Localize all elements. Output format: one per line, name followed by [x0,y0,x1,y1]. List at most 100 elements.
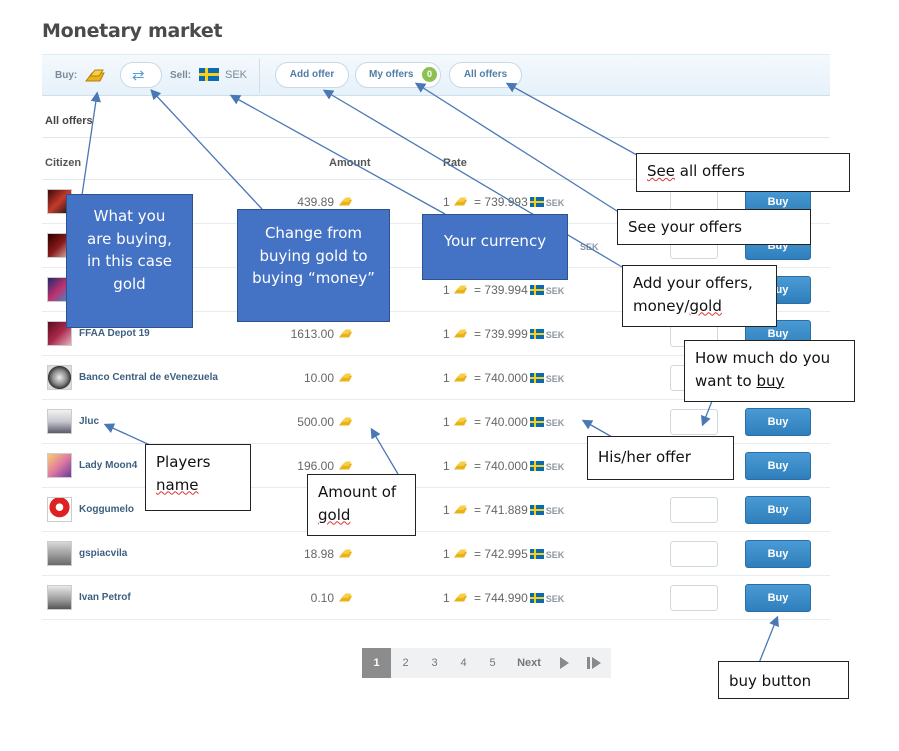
divider [42,137,830,138]
avatar[interactable] [47,365,72,390]
amount-value: 1613.00 [291,327,354,341]
amount-value: 439.89 [297,195,354,209]
section-label: All offers [45,115,93,127]
amount-value: 0.10 [311,591,354,605]
quantity-input[interactable] [670,409,718,435]
swap-buy-sell-button[interactable]: ⇄ [120,62,162,88]
gold-icon [453,593,467,602]
gold-icon[interactable] [84,68,106,83]
sweden-flag-icon [529,417,544,427]
sell-label: Sell: [170,70,192,81]
citizen-name[interactable]: Koggumelo [79,504,134,515]
citizen-name[interactable]: gspiacvila [79,548,128,559]
last-page-button[interactable] [577,648,611,678]
annotation-players-name: Players name [145,444,251,511]
gold-icon [338,417,353,426]
gold-icon [338,329,353,338]
next-page-button[interactable]: Next [507,648,551,678]
quantity-input[interactable] [670,497,718,523]
page-2-button[interactable]: 2 [391,648,420,678]
sweden-flag-icon [529,197,544,207]
annotation-what-buying: What you are buying, in this case gold [66,194,193,328]
rate-value: SEK [580,242,599,252]
amount-value: 196.00 [297,459,354,473]
sweden-flag-icon [529,373,544,383]
avatar[interactable] [47,453,72,478]
next-arrow-button[interactable] [551,648,577,678]
page-4-button[interactable]: 4 [449,648,478,678]
quantity-input[interactable] [670,585,718,611]
citizen-name[interactable]: Banco Central de eVenezuela [79,372,218,383]
gold-icon [453,549,467,558]
gold-icon [338,373,353,382]
annotation-amount-of-gold: Amount of gold [307,474,416,536]
page-5-button[interactable]: 5 [478,648,507,678]
citizen-name[interactable]: Lady Moon4 [79,460,138,471]
annotation-his-her-offer: His/her offer [587,436,734,480]
page-3-button[interactable]: 3 [420,648,449,678]
column-header-rate: Rate [443,157,467,169]
avatar[interactable] [47,409,72,434]
amount-value: 18.98 [304,547,354,561]
buy-button[interactable]: Buy [745,496,811,524]
sweden-flag-icon [529,549,544,559]
gold-icon [453,329,467,338]
annotation-buy-button: buy button [718,661,849,699]
annotation-see-your-offers: See your offers [617,209,811,245]
annotation-your-currency: Your currency [422,214,568,280]
buy-button[interactable]: Buy [745,452,811,480]
sell-currency-label: SEK [225,69,248,81]
buy-button[interactable]: Buy [745,584,811,612]
gold-icon [453,373,467,382]
last-page-icon [587,657,601,669]
annotation-how-much: How much do you want to buy [684,340,855,402]
gold-icon [338,461,353,470]
avatar[interactable] [47,497,72,522]
my-offers-button[interactable]: My offers 0 [355,62,441,88]
citizen-name[interactable]: Ivan Petrof [79,592,131,603]
citizen-name[interactable]: FFAA Depot 19 [79,328,150,339]
buy-button[interactable]: Buy [745,408,811,436]
avatar[interactable] [47,541,72,566]
gold-icon [453,417,467,426]
gold-icon [338,197,353,206]
toolbar-divider [259,59,260,93]
gold-icon [453,197,467,206]
gold-icon [453,505,467,514]
my-offers-count-badge: 0 [422,67,437,82]
amount-value: 500.00 [297,415,354,429]
gold-icon [453,285,467,294]
chevron-right-icon [560,657,569,669]
annotation-see-all-offers: See all offers [636,153,850,192]
annotation-add-offers: Add your offers, money/gold [622,265,777,327]
sweden-flag-icon [529,593,544,603]
avatar[interactable] [47,321,72,346]
sweden-flag-icon [199,68,219,81]
citizen-name[interactable]: Jluc [79,416,100,427]
sweden-flag-icon [529,461,544,471]
quantity-input[interactable] [670,541,718,567]
sweden-flag-icon [529,505,544,515]
annotation-change-buying: Change from buying gold to buying “money… [237,209,390,322]
amount-value: 10.00 [304,371,354,385]
buy-button[interactable]: Buy [745,540,811,568]
all-offers-button[interactable]: All offers [449,62,522,88]
market-toolbar: Buy: ⇄ Sell: SEK Add offer My offers 0 A… [42,54,830,96]
add-offer-button[interactable]: Add offer [275,62,349,88]
sweden-flag-icon [529,285,544,295]
avatar[interactable] [47,585,72,610]
page-1-button[interactable]: 1 [362,648,391,678]
